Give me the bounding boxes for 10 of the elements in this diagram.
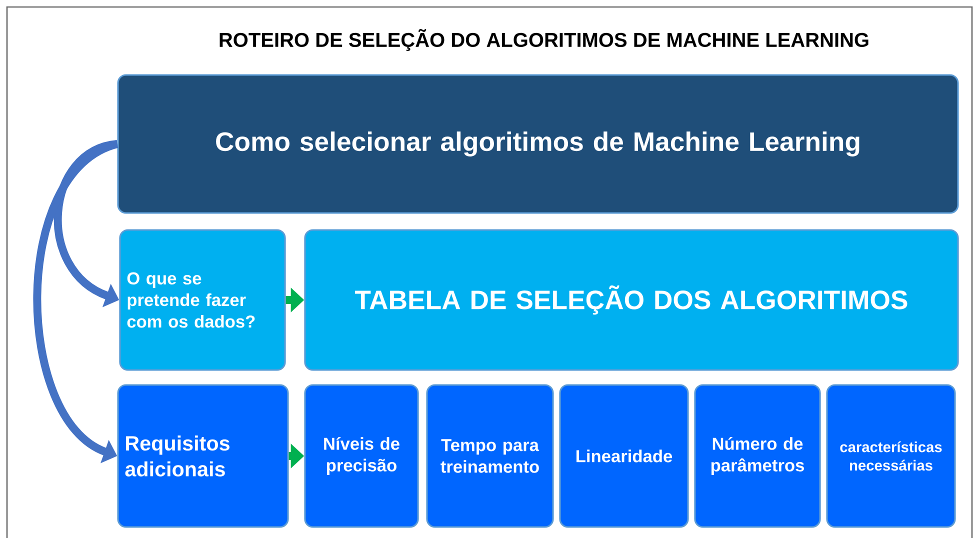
heading-box: Como selecionar algoritimos de Machine Learning <box>117 74 959 214</box>
requirements-box: Requisitos adicionais <box>117 384 289 528</box>
criterion-box: Número de parâmetros <box>694 384 821 528</box>
title: ROTEIRO DE SELEÇÃO DO ALGORITIMOS DE MACHINE LEARNING <box>220 29 868 51</box>
criterion-box: Tempo para treinamento <box>426 384 554 528</box>
criterion-box: Níveis de precisão <box>304 384 419 528</box>
table-box: TABELA DE SELEÇÃO DOS ALGORITIMOS <box>304 229 959 371</box>
question-box: O que se pretende fazer com os dados? <box>119 229 286 371</box>
criterion-box: Linearidade <box>559 384 689 528</box>
criterion-box: características necessárias <box>826 384 956 528</box>
